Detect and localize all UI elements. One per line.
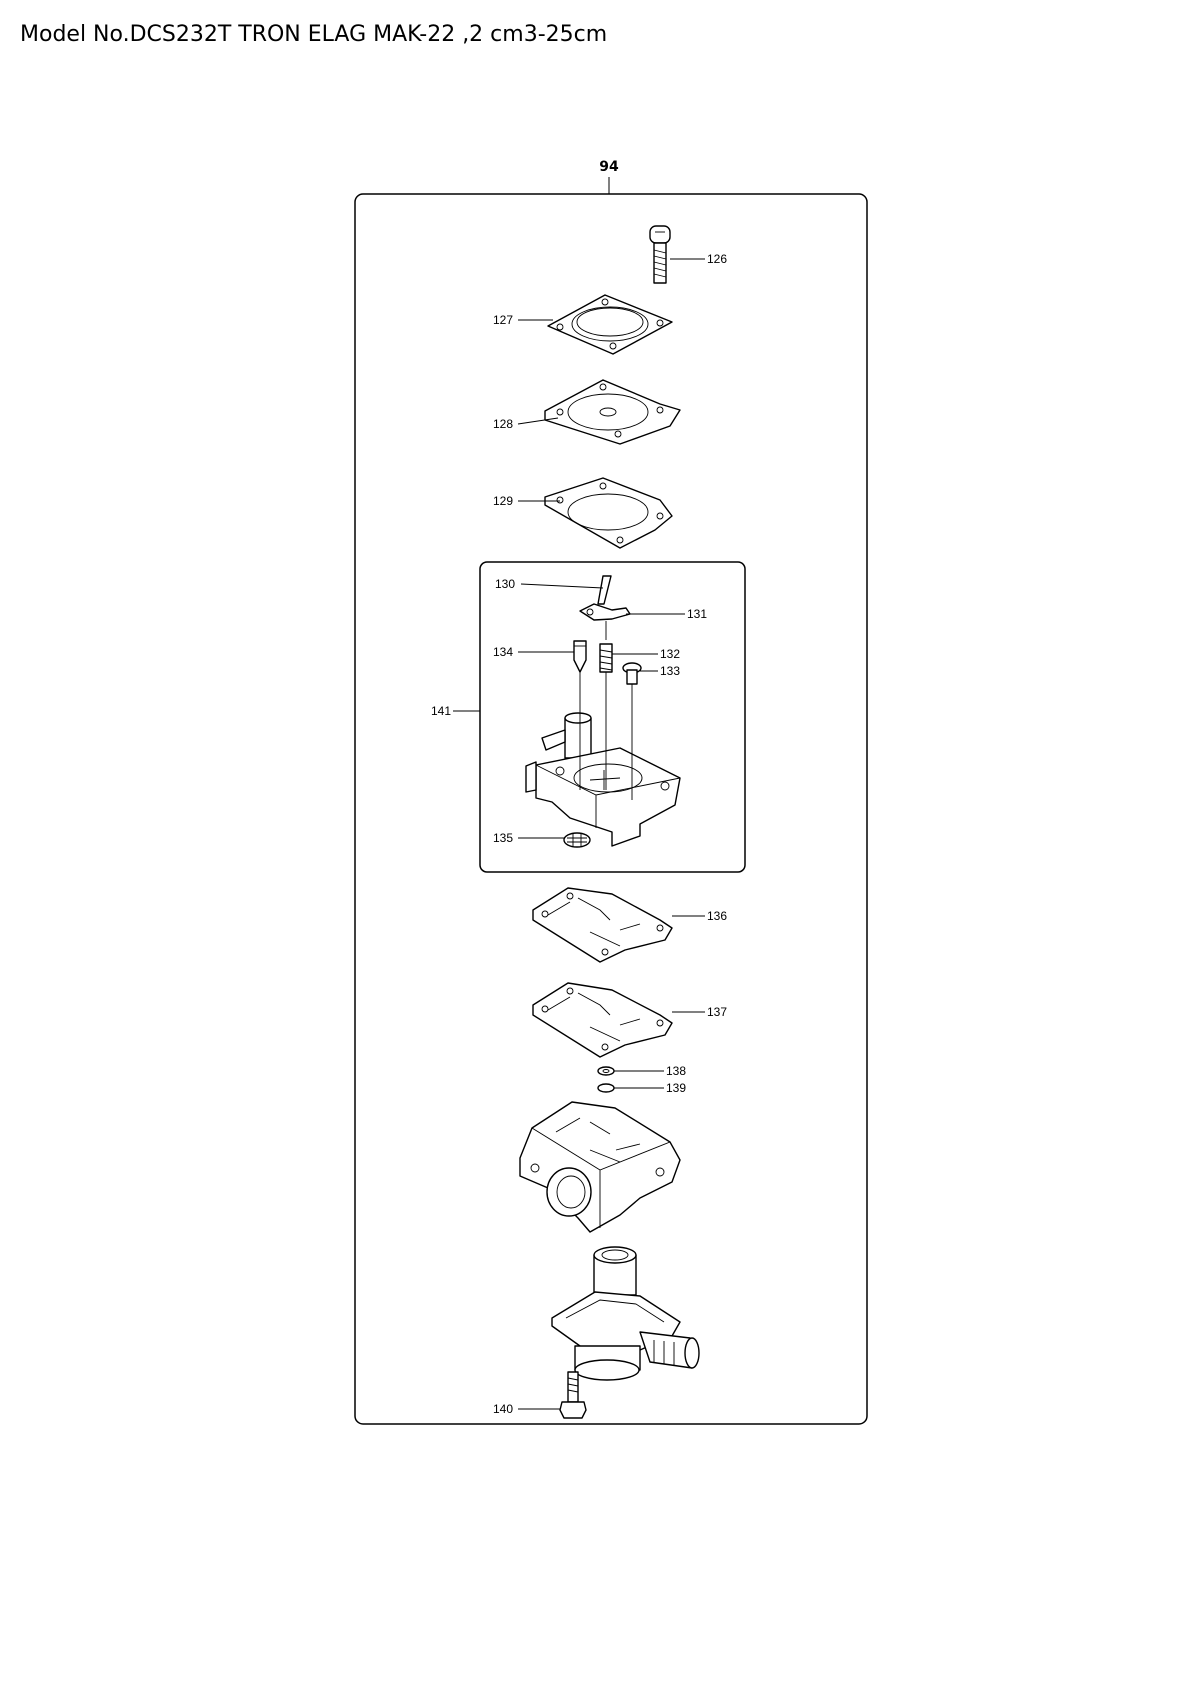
part-140-screw <box>559 1371 587 1419</box>
part-carburetor-body <box>519 1101 681 1233</box>
part-136-gasket <box>532 887 673 963</box>
callout-138: 138 <box>666 1064 686 1078</box>
part-132-spring <box>599 621 613 673</box>
part-135-screen <box>563 832 591 848</box>
callout-129: 129 <box>493 494 513 508</box>
callout-133: 133 <box>660 664 680 678</box>
callout-136: 136 <box>707 909 727 923</box>
part-133-screw <box>622 662 642 685</box>
part-129-gasket <box>544 477 673 549</box>
part-126-screw <box>649 225 671 284</box>
callout-135: 135 <box>493 831 513 845</box>
callout-139: 139 <box>666 1081 686 1095</box>
assembly-label-94: 94 <box>599 159 619 175</box>
part-130-pin <box>597 575 612 605</box>
callout-131: 131 <box>687 607 707 621</box>
callout-128: 128 <box>493 417 513 431</box>
callout-132: 132 <box>660 647 680 661</box>
part-141-metering-body <box>525 672 681 847</box>
page-title: Model No.DCS232T TRON ELAG MAK-22 ,2 cm3… <box>20 22 608 47</box>
callout-127: 127 <box>493 313 513 327</box>
callout-137: 137 <box>707 1005 727 1019</box>
part-137-gasket <box>532 982 673 1058</box>
part-128-diaphragm <box>544 379 681 445</box>
callout-130: 130 <box>495 577 515 591</box>
leader-128 <box>517 417 559 425</box>
part-131-lever <box>579 603 631 621</box>
part-139-o-ring <box>597 1083 615 1093</box>
subassembly-frame-141 <box>479 561 746 873</box>
part-127-diaphragm-cover <box>547 294 673 355</box>
callout-126: 126 <box>707 252 727 266</box>
part-pump-body <box>551 1246 700 1381</box>
callout-140: 140 <box>493 1402 513 1416</box>
part-134-needle <box>573 640 587 673</box>
leader-130 <box>520 583 604 589</box>
callout-134: 134 <box>493 645 513 659</box>
assembly-frame <box>354 193 868 1425</box>
part-138-washer <box>597 1066 615 1076</box>
callout-141: 141 <box>431 704 451 718</box>
